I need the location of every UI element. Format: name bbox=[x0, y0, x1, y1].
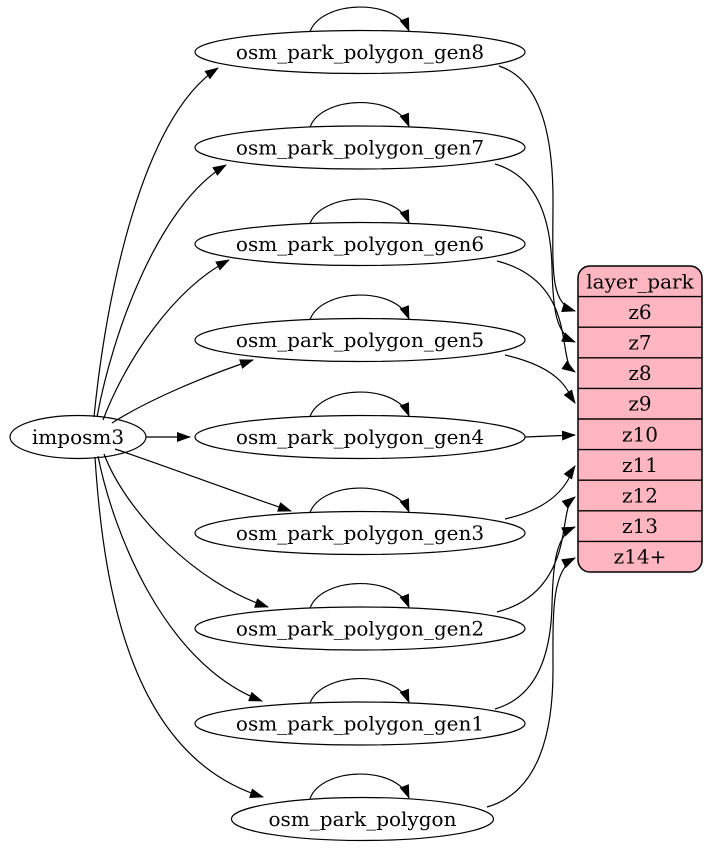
node-ellipse bbox=[194, 29, 526, 75]
node-ellipse bbox=[194, 221, 526, 267]
node-ellipse bbox=[194, 125, 526, 170]
node-label: osm_park_polygon_gen1 bbox=[236, 712, 484, 736]
table-row-label-z14: z14+ bbox=[614, 545, 667, 569]
node-label: osm_park_polygon_gen2 bbox=[236, 617, 484, 641]
node-ellipse bbox=[194, 510, 526, 556]
node-osm-park-polygon-gen7: osm_park_polygon_gen7 bbox=[194, 125, 526, 170]
table-row-label-z8: z8 bbox=[628, 361, 651, 385]
node-label: osm_park_polygon_gen4 bbox=[236, 425, 484, 449]
edge-imposm3-to-osm-park-polygon-gen5 bbox=[111, 359, 254, 424]
table-row-label-z6: z6 bbox=[628, 300, 651, 324]
table-header-label: layer_park bbox=[586, 269, 694, 293]
edge-imposm3-to-osm-park-polygon-gen1 bbox=[97, 455, 263, 702]
node-label: osm_park_polygon_gen6 bbox=[236, 232, 484, 256]
self-loop-osm-park-polygon-gen7 bbox=[309, 101, 410, 128]
edge-osm-park-polygon-gen8-to-layer-park-z6 bbox=[498, 65, 576, 312]
edge-osm-park-polygon-gen3-to-layer-park-z11 bbox=[504, 465, 576, 520]
self-loop-osm-park-polygon-gen1 bbox=[309, 677, 410, 704]
node-ellipse bbox=[194, 701, 526, 746]
self-loop-osm-park-polygon-gen3 bbox=[309, 487, 410, 513]
node-label: imposm3 bbox=[32, 425, 124, 449]
node-ellipse bbox=[230, 796, 495, 842]
table-row-label-z11: z11 bbox=[622, 453, 658, 477]
node-osm-park-polygon-gen6: osm_park_polygon_gen6 bbox=[194, 221, 526, 267]
node-osm-park-polygon-gen3: osm_park_polygon_gen3 bbox=[194, 510, 526, 556]
node-osm-park-polygon: osm_park_polygon bbox=[230, 796, 495, 842]
self-loop-osm-park-polygon-gen8 bbox=[309, 6, 410, 32]
self-loop-osm-park-polygon-gen6 bbox=[309, 198, 410, 224]
edge-imposm3-to-osm-park-polygon bbox=[94, 456, 264, 798]
edge-osm-park-polygon-gen6-to-layer-park-z8 bbox=[496, 260, 576, 373]
node-label: osm_park_polygon_gen8 bbox=[236, 40, 484, 64]
edge-imposm3-to-osm-park-polygon-gen7 bbox=[96, 164, 227, 418]
table-row-label-z9: z9 bbox=[628, 392, 651, 416]
edge-osm-park-polygon-gen4-to-layer-park-z10 bbox=[524, 430, 576, 441]
node-label: osm_park_polygon_gen3 bbox=[236, 521, 484, 545]
edge-imposm3-to-osm-park-polygon-gen2 bbox=[103, 453, 269, 608]
node-label: osm_park_polygon bbox=[269, 807, 457, 831]
edge-osm-park-polygon-gen7-to-layer-park-z7 bbox=[494, 163, 576, 343]
node-imposm3: imposm3 bbox=[9, 414, 147, 460]
node-osm-park-polygon-gen8: osm_park_polygon_gen8 bbox=[194, 29, 526, 75]
node-osm-park-polygon-gen2: osm_park_polygon_gen2 bbox=[194, 606, 526, 651]
table-row-label-z7: z7 bbox=[628, 331, 651, 355]
edge-osm-park-polygon-gen2-to-layer-park-z12 bbox=[496, 496, 576, 613]
self-loop-osm-park-polygon-gen4 bbox=[309, 391, 410, 417]
edge-osm-park-polygon-gen5-to-layer-park-z9 bbox=[504, 354, 576, 404]
self-loop-osm-park-polygon-gen2 bbox=[309, 582, 410, 609]
table-row-label-z12: z12 bbox=[622, 484, 658, 508]
edge-osm-park-polygon-gen1-to-layer-park-z13 bbox=[494, 526, 576, 710]
edge-imposm3-to-osm-park-polygon-gen3 bbox=[114, 448, 292, 512]
table-layer-park: layer_park z6 z7 z8 z9 z10 z11 z12 z13 z14+ bbox=[577, 265, 703, 573]
node-osm-park-polygon-gen5: osm_park_polygon_gen5 bbox=[194, 317, 526, 363]
self-loop-osm-park-polygon-gen5 bbox=[309, 294, 410, 320]
node-ellipse bbox=[194, 317, 526, 363]
node-label: osm_park_polygon_gen5 bbox=[236, 328, 484, 352]
table-row-label-z13: z13 bbox=[622, 514, 658, 538]
node-osm-park-polygon-gen1: osm_park_polygon_gen1 bbox=[194, 701, 526, 746]
edge-imposm3-to-osm-park-polygon-gen6 bbox=[102, 259, 230, 421]
table-row-label-z10: z10 bbox=[622, 422, 658, 446]
edge-imposm3-to-osm-park-polygon-gen8 bbox=[93, 67, 219, 418]
self-loop-osm-park-polygon bbox=[309, 773, 410, 799]
node-label: osm_park_polygon_gen7 bbox=[236, 136, 484, 160]
node-osm-park-polygon-gen4: osm_park_polygon_gen4 bbox=[194, 414, 526, 460]
edge-osm-park-polygon-to-layer-park-z14 bbox=[486, 557, 576, 808]
node-ellipse bbox=[194, 606, 526, 651]
